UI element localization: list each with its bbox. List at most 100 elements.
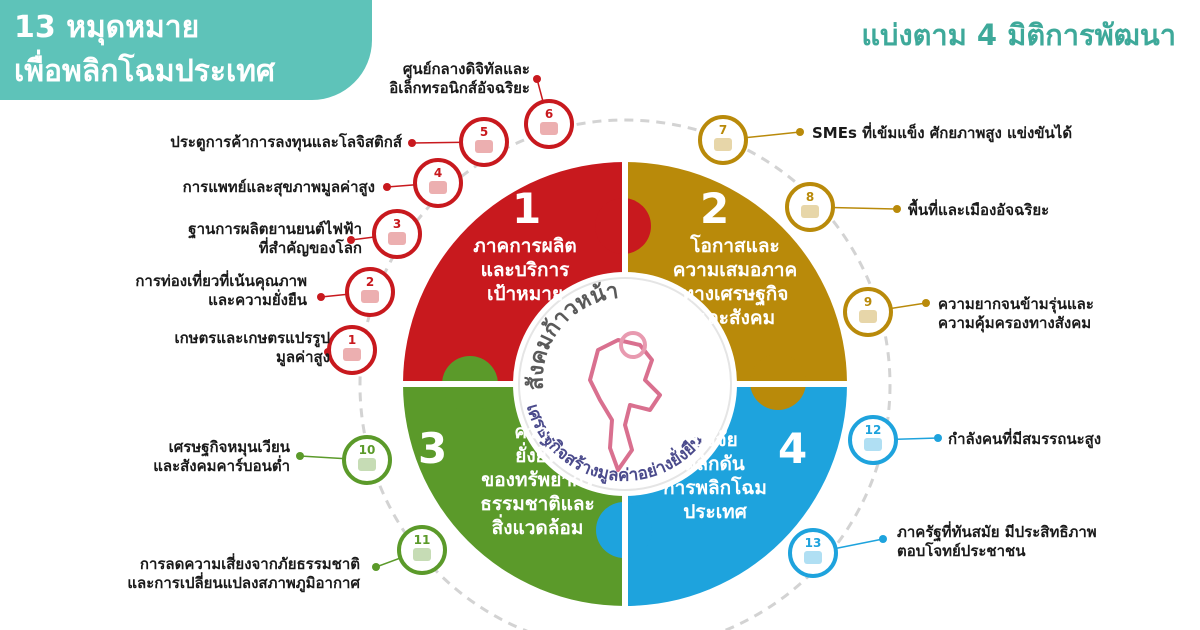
goal-12-number: 12: [865, 423, 882, 437]
family-shield-icon: [859, 310, 877, 323]
goal-11-number: 11: [414, 533, 431, 547]
goal-13-line: ตอบโจทย์ประชาชน: [897, 542, 1026, 560]
dimension-1-text: ภาคการผลิต และบริการ เป้าหมาย: [440, 234, 610, 306]
goal-10-label: เศรษฐกิจหมุนเวียน และสังคมคาร์บอนต่ำ: [153, 438, 290, 476]
goal-8-badge: 8: [785, 182, 835, 232]
goal-12-badge-ring: [848, 415, 898, 465]
goal-13-number: 13: [805, 536, 822, 550]
goal-6-number: 6: [545, 107, 553, 121]
title-box: 13 หมุดหมาย เพื่อพลิกโฉมประเทศ: [0, 0, 372, 100]
goal-5-badge-ring: [459, 117, 509, 167]
goal-3-number: 3: [393, 217, 401, 231]
goal-4-dot: [383, 183, 391, 191]
goal-13-badge-ring: [788, 528, 838, 578]
goal-13-label: ภาครัฐที่ทันสมัย มีประสิทธิภาพ ตอบโจทย์ป…: [897, 523, 1097, 561]
digital-network-icon: [540, 122, 558, 135]
dimension-4-line: ปัจจัย: [692, 429, 738, 451]
dimension-2-line: และสังคม: [694, 307, 776, 329]
goal-1-badge: 1: [327, 325, 377, 375]
logistics-icon: [475, 140, 493, 153]
recycle-icon: [358, 458, 376, 471]
goal-12-label: กำลังคนที่มีสมรรถนะสูง: [948, 430, 1101, 449]
dimension-3-number: 3: [418, 424, 448, 473]
government-building-icon: [804, 551, 822, 564]
goal-8-dot: [893, 205, 901, 213]
location-pin-icon: [619, 331, 647, 359]
goal-10-line: และสังคมคาร์บอนต่ำ: [153, 457, 290, 475]
goal-11-line: การลดความเสี่ยงจากภัยธรรมชาติ: [139, 555, 360, 573]
goal-3-line: ฐานการผลิตยานยนต์ไฟฟ้า: [188, 220, 362, 238]
goal-7-number: 7: [719, 123, 727, 137]
goal-3-label: ฐานการผลิตยานยนต์ไฟฟ้า ที่สำคัญของโลก: [188, 220, 362, 258]
dimension-3-line: ธรรมชาติและ: [480, 493, 595, 515]
goal-3-dot: [347, 236, 355, 244]
goal-10-badge-ring: [342, 435, 392, 485]
goal-6-line: ศูนย์กลางดิจิทัลและ: [402, 60, 530, 78]
goal-10-line: เศรษฐกิจหมุนเวียน: [168, 438, 290, 456]
ev-charger-icon: [388, 232, 406, 245]
dimension-4-line: ผลักดัน: [685, 453, 745, 475]
page-subtitle: แบ่งตาม 4 มิติการพัฒนา: [861, 18, 1176, 52]
goal-9-label: ความยากจนข้ามรุ่นและ ความคุ้มครองทางสังค…: [938, 295, 1094, 333]
goal-6-line: อิเล็กทรอนิกส์อัจฉริยะ: [389, 79, 530, 97]
goal-4-badge: 4: [413, 158, 463, 208]
center-disc: [513, 272, 737, 496]
dimension-4-line: การพลิกโฉม: [663, 477, 767, 499]
dimension-2-line: โอกาสและ: [690, 235, 780, 257]
goal-5-label: ประตูการค้าการลงทุนและโลจิสติกส์: [170, 133, 402, 152]
goal-6-label: ศูนย์กลางดิจิทัลและ อิเล็กทรอนิกส์อัจฉริ…: [389, 60, 530, 98]
goal-2-dot: [317, 293, 325, 301]
goal-12-line: กำลังคนที่มีสมรรถนะสูง: [948, 430, 1102, 448]
dimension-2-number: 2: [700, 184, 730, 233]
dimension-2-line: ความเสมอภาค: [672, 259, 798, 281]
goal-5-dot: [408, 139, 416, 147]
guide-book-icon: [361, 290, 379, 303]
dimension-4-text: ปัจจัย ผลักดัน การพลิกโฉม ประเทศ: [640, 428, 790, 524]
goal-9-number: 9: [864, 295, 872, 309]
goal-10-badge: 10: [342, 435, 392, 485]
goal-13-dot: [879, 535, 887, 543]
goal-7-line: SMEs ที่เข้มแข็ง ศักยภาพสูง แข่งขันได้: [812, 124, 1073, 142]
goal-3-line: ที่สำคัญของโลก: [258, 239, 362, 257]
goal-5-badge: 5: [459, 117, 509, 167]
goal-7-dot: [796, 128, 804, 136]
center-ring: [518, 277, 732, 491]
thailand-map-icon: [588, 338, 662, 472]
goal-3-badge-ring: [372, 209, 422, 259]
goal-6-badge-ring: [524, 99, 574, 149]
goal-11-badge: 11: [397, 525, 447, 575]
goal-1-line: เกษตรและเกษตรแปรรูป: [174, 329, 330, 347]
goal-9-line: ความคุ้มครองทางสังคม: [938, 314, 1092, 332]
goal-11-badge-ring: [397, 525, 447, 575]
goal-10-dot: [296, 452, 304, 460]
goal-9-badge-ring: [843, 287, 893, 337]
goal-5-number: 5: [480, 125, 488, 139]
goal-12-badge: 12: [848, 415, 898, 465]
goal-2-number: 2: [366, 275, 374, 289]
dimension-2-text: โอกาสและ ความเสมอภาค ทางเศรษฐกิจ และสังค…: [645, 234, 825, 330]
dimension-1-line: ภาคการผลิต: [473, 235, 577, 257]
goal-8-line: พื้นที่และเมืองอัจฉริยะ: [908, 201, 1050, 219]
dimension-3-text: ความ ยั่งยืน ของทรัพยากร ธรรมชาติและ สิ่…: [455, 420, 620, 540]
goal-5-line: ประตูการค้าการลงทุนและโลจิสติกส์: [170, 133, 402, 151]
title-line-1: 13 หมุดหมาย: [14, 10, 200, 45]
goal-2-label: การท่องเที่ยวที่เน้นคุณภาพ และความยั่งยื…: [135, 272, 307, 310]
goal-4-badge-ring: [413, 158, 463, 208]
goal-3-badge: 3: [372, 209, 422, 259]
goal-2-line: การท่องเที่ยวที่เน้นคุณภาพ: [135, 272, 307, 290]
goal-1-line: มูลค่าสูง: [275, 348, 330, 366]
goal-2-badge: 2: [345, 267, 395, 317]
dimension-1-number: 1: [512, 184, 542, 233]
goal-7-label: SMEs ที่เข้มแข็ง ศักยภาพสูง แข่งขันได้: [812, 124, 1072, 143]
goal-12-dot: [934, 434, 942, 442]
landscape-icon: [413, 548, 431, 561]
goal-8-number: 8: [806, 190, 814, 204]
goal-11-line: และการเปลี่ยนแปลงสภาพภูมิอากาศ: [127, 574, 360, 592]
dimension-3-line: สิ่งแวดล้อม: [491, 517, 584, 539]
goal-11-dot: [372, 563, 380, 571]
goal-7-badge-ring: [698, 115, 748, 165]
goal-4-line: การแพทย์และสุขภาพมูลค่าสูง: [182, 178, 375, 196]
smart-city-icon: [801, 205, 819, 218]
